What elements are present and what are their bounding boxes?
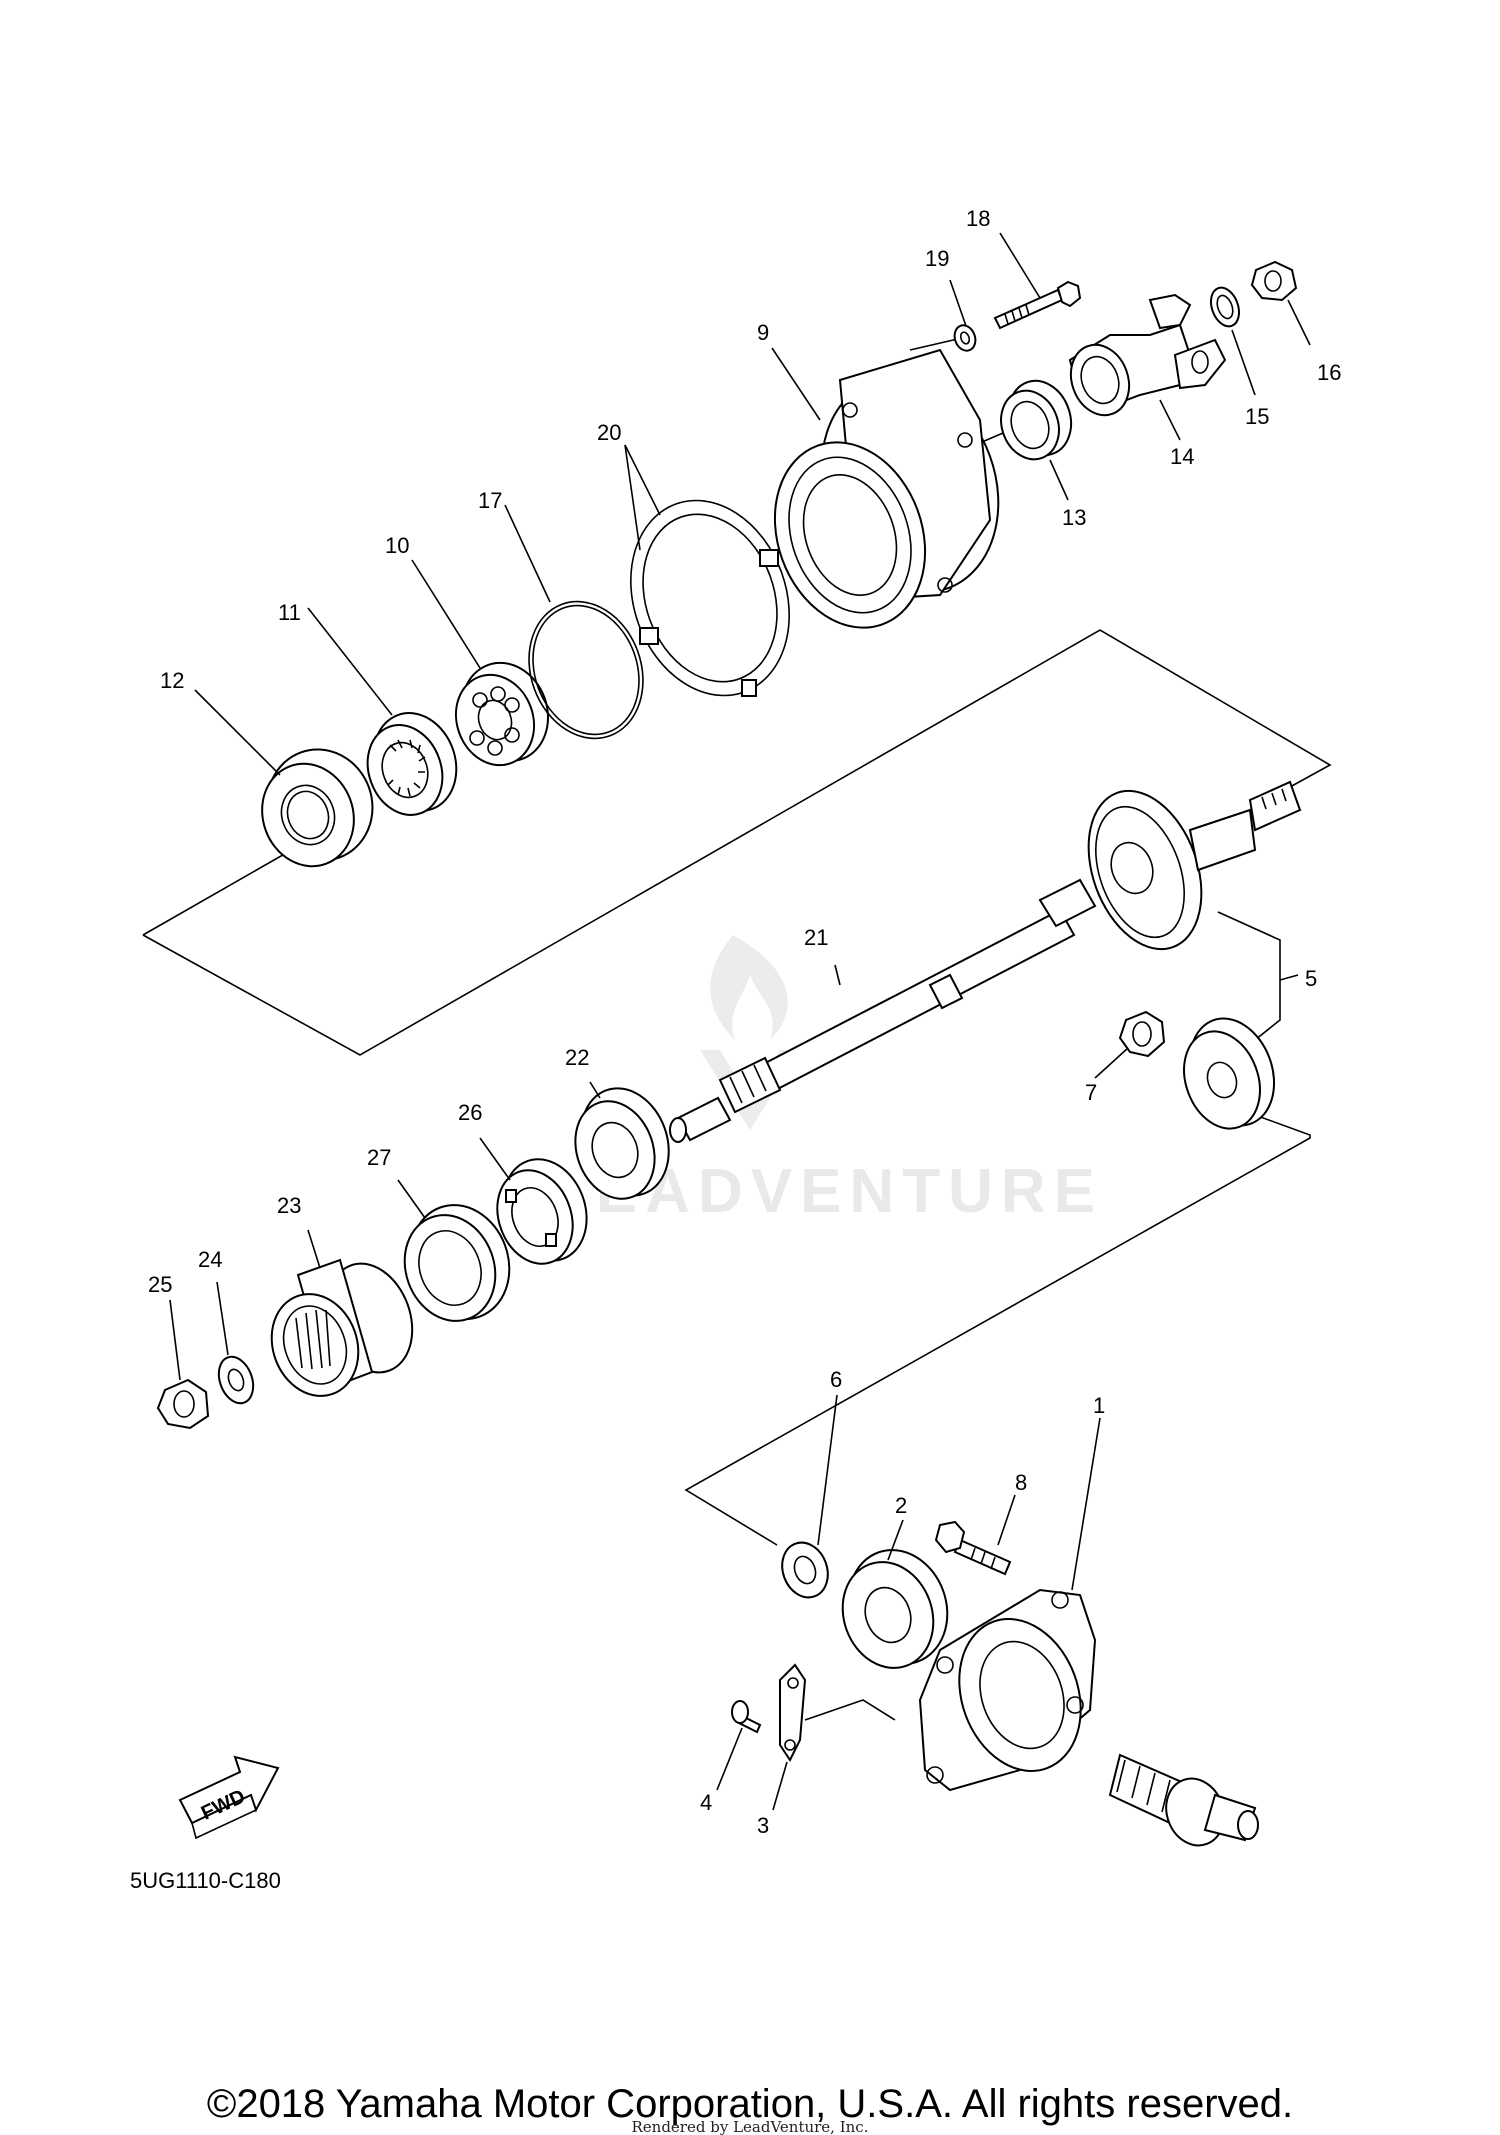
callout-15: 15: [1245, 404, 1269, 429]
callout-11: 11: [278, 600, 301, 625]
callout-21: 21: [804, 925, 828, 950]
diagram-code: 5UG1110-C180: [130, 1868, 281, 1893]
part-12-bearing: [261, 748, 374, 868]
callout-numbers: 1 2 3 4 5 6 7 8 9 10 11 12 13 14 15 16 1…: [148, 206, 1341, 1838]
part-17-o-ring: [528, 600, 644, 740]
part-3-stopper-plate: [779, 1663, 807, 1762]
callout-27: 27: [367, 1145, 391, 1170]
part-18-bolt: [993, 280, 1082, 330]
copyright-notice: ©2018 Yamaha Motor Corporation, U.S.A. A…: [206, 2082, 1294, 2126]
callout-22: 22: [565, 1045, 589, 1070]
part-26-ring-nut: [496, 1158, 588, 1265]
callout-2: 2: [895, 1493, 907, 1518]
callout-3: 3: [757, 1813, 769, 1838]
part-19-washer: [953, 324, 977, 352]
fwd-arrow-icon: FWD: [178, 1755, 280, 1840]
rendered-by-credit: Rendered by LeadVenture, Inc.: [631, 2118, 869, 2135]
callout-16: 16: [1317, 360, 1341, 385]
leader-lines: [142, 337, 1332, 1721]
output-shaft: [1108, 1753, 1259, 1847]
part-20-shim: [630, 499, 790, 697]
part-1-bearing-housing: [918, 1588, 1097, 1792]
part-15-washer: [1209, 286, 1241, 328]
part-22-bearing: [574, 1087, 670, 1200]
part-5-gear-set: [1087, 780, 1302, 1130]
part-24-washer: [217, 1355, 255, 1405]
part-4-screw: [731, 1700, 762, 1734]
callout-17: 17: [478, 488, 502, 513]
callout-24: 24: [198, 1247, 222, 1272]
part-23-coupling: [270, 1258, 414, 1397]
part-16-nut: [1250, 260, 1298, 302]
part-21-drive-shaft: [669, 878, 1097, 1143]
callout-5: 5: [1305, 966, 1317, 991]
callout-18: 18: [966, 206, 990, 231]
part-11-splined-ring: [366, 712, 458, 816]
callout-13: 13: [1062, 505, 1086, 530]
callout-14: 14: [1170, 444, 1194, 469]
callout-4: 4: [700, 1790, 712, 1815]
flame-watermark-icon: [710, 935, 788, 1040]
callout-9: 9: [757, 320, 769, 345]
callout-6: 6: [830, 1367, 842, 1392]
callout-10: 10: [385, 533, 409, 558]
part-14-yoke: [1068, 293, 1227, 417]
callout-26: 26: [458, 1100, 482, 1125]
part-9-housing: [773, 348, 1000, 629]
part-10-ball-bearing: [454, 661, 550, 767]
callout-12: 12: [160, 668, 184, 693]
part-27-oil-seal: [403, 1204, 511, 1322]
callout-19: 19: [925, 246, 949, 271]
part-2-bearing: [841, 1549, 949, 1669]
callout-1: 1: [1093, 1393, 1105, 1418]
callout-8: 8: [1015, 1470, 1027, 1495]
callout-7: 7: [1085, 1080, 1097, 1105]
part-25-nut: [156, 1378, 210, 1430]
callout-leaders: [169, 232, 1311, 1811]
part-13-oil-seal: [1000, 379, 1073, 461]
callout-20: 20: [597, 420, 621, 445]
part-6-shim: [781, 1541, 829, 1599]
callout-23: 23: [277, 1193, 301, 1218]
callout-25: 25: [148, 1272, 172, 1297]
part-8-bolt: [934, 1520, 1012, 1576]
part-7-nut: [1118, 1010, 1166, 1058]
